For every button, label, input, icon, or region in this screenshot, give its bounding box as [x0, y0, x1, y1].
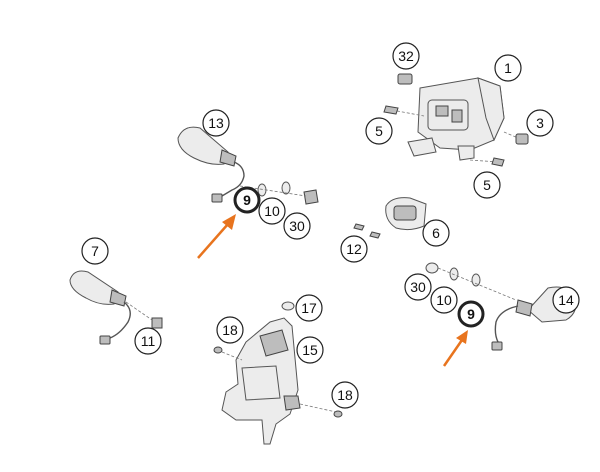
callout-1: 1 — [494, 54, 522, 82]
license-bracket-15 — [221, 317, 337, 445]
highlight-arrow-left — [197, 223, 229, 259]
callout-9-right-label: 9 — [467, 306, 475, 322]
indicator-13 — [177, 126, 245, 203]
callout-18-right: 18 — [331, 381, 359, 409]
rear-light-6 — [385, 197, 427, 231]
highlight-arrowhead-right — [456, 330, 468, 344]
callout-7: 7 — [81, 237, 109, 265]
washer-set-right — [425, 262, 517, 301]
callout-3-label: 3 — [536, 115, 544, 131]
callout-10-right: 10 — [430, 286, 458, 314]
callout-30-left: 30 — [283, 212, 311, 240]
callout-9-left-label: 9 — [243, 192, 251, 208]
callout-15-label: 15 — [302, 342, 318, 358]
callout-10-right-label: 10 — [436, 292, 452, 308]
callout-17: 17 — [295, 294, 323, 322]
callout-1-label: 1 — [504, 60, 512, 76]
callout-13: 13 — [202, 109, 230, 137]
callout-18-right-label: 18 — [337, 387, 353, 403]
callout-14-label: 14 — [558, 292, 574, 308]
callout-12: 12 — [340, 235, 368, 263]
callout-11-label: 11 — [141, 333, 156, 349]
indicator-7 — [69, 270, 163, 345]
nut-3 — [515, 133, 529, 145]
callout-5-lower-label: 5 — [483, 177, 491, 193]
callout-5-upper-label: 5 — [375, 123, 383, 139]
screw-5-upper — [383, 105, 399, 115]
callout-7-label: 7 — [91, 243, 99, 259]
callout-5-lower: 5 — [473, 171, 501, 199]
callout-12-label: 12 — [346, 241, 362, 257]
callout-18-left-label: 18 — [222, 322, 238, 338]
callout-10-left-label: 10 — [264, 203, 280, 219]
callout-11: 11 — [134, 327, 162, 355]
callout-14: 14 — [552, 286, 580, 314]
callout-32-label: 32 — [398, 48, 414, 64]
callout-6-label: 6 — [432, 225, 440, 241]
callout-9-right: 9 — [457, 300, 485, 328]
callout-5-upper: 5 — [365, 117, 393, 145]
highlight-arrowhead-left — [222, 214, 236, 230]
screw-18-right — [333, 410, 343, 418]
clip-32 — [397, 73, 413, 85]
callout-3: 3 — [526, 109, 554, 137]
callout-17-label: 17 — [301, 300, 317, 316]
callout-6: 6 — [422, 219, 450, 247]
callout-32: 32 — [392, 42, 420, 70]
callout-13-label: 13 — [208, 115, 224, 131]
headlight-assembly — [391, 77, 519, 163]
screw-5-lower — [491, 157, 505, 167]
screws-12 — [353, 223, 381, 239]
screw-18-left — [213, 346, 223, 354]
callout-10-left: 10 — [258, 197, 286, 225]
highlight-arrow-right — [442, 339, 464, 367]
callout-30-left-label: 30 — [289, 218, 305, 234]
callout-9-left: 9 — [233, 186, 261, 214]
callout-15: 15 — [296, 336, 324, 364]
callout-18-left: 18 — [216, 316, 244, 344]
callout-30-right-label: 30 — [410, 279, 426, 295]
cap-17 — [281, 301, 295, 311]
callout-30-right: 30 — [404, 273, 432, 301]
